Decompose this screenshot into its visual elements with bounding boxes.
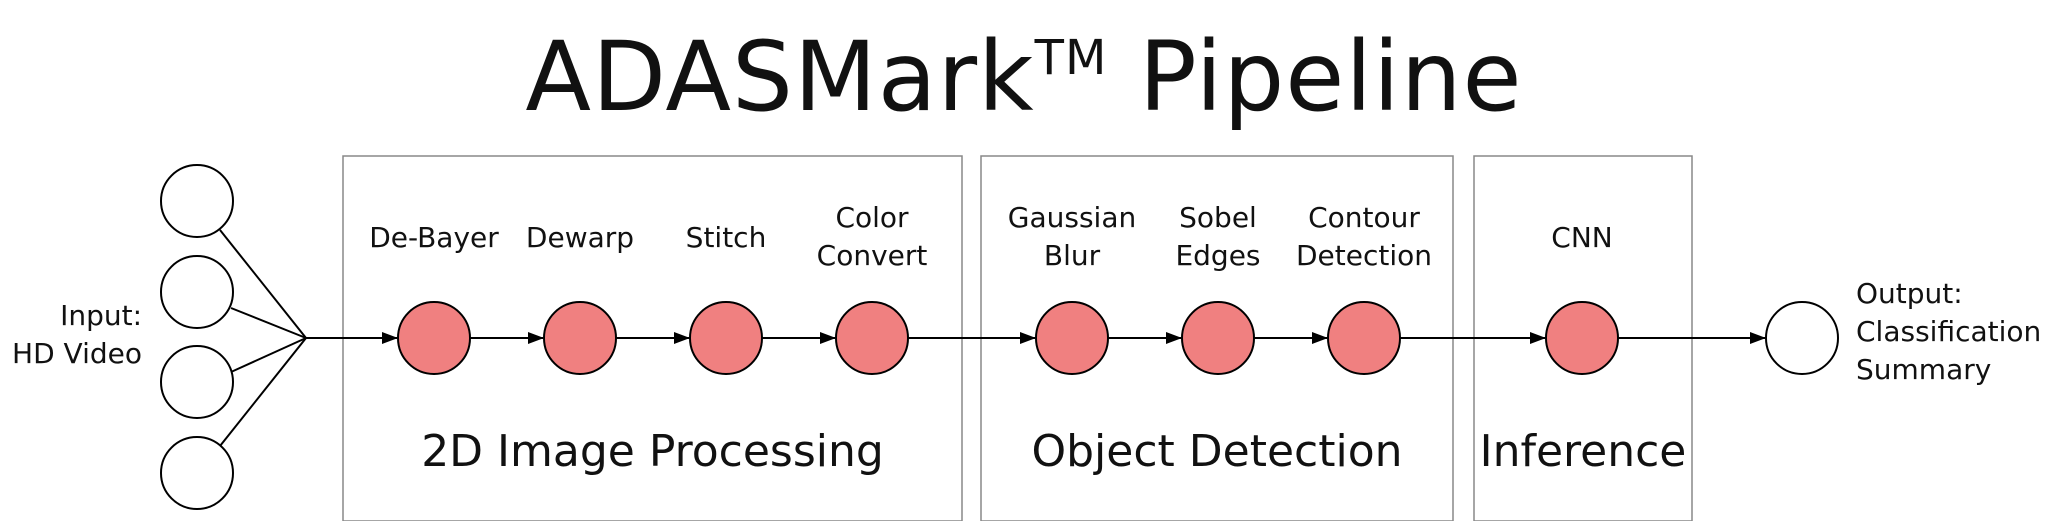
input-node-1 (160, 164, 234, 238)
input-line-1 (219, 229, 307, 339)
page-title: ADASMarkTM Pipeline (525, 21, 1523, 133)
input-label: Input: HD Video (12, 299, 142, 370)
node-de-bayer (397, 301, 471, 375)
input-node-3 (160, 345, 234, 419)
output-label: Output: Classification Summary (1856, 277, 2042, 386)
input-node-4 (160, 436, 234, 510)
group-label-inference: Inference (1479, 426, 1687, 477)
output-node (1765, 301, 1839, 375)
node-contour-detection (1327, 301, 1401, 375)
input-node-2 (160, 255, 234, 329)
step-label-cnn: CNN (1551, 221, 1613, 254)
input-line-2 (230, 307, 307, 339)
group-label-image-processing: 2D Image Processing (421, 426, 884, 477)
step-label-de-bayer: De-Bayer (369, 221, 499, 254)
step-label-gaussian-blur: Gaussian Blur (1007, 201, 1137, 272)
step-label-stitch: Stitch (685, 221, 767, 254)
node-color-convert (835, 301, 909, 375)
step-label-dewarp: Dewarp (525, 221, 635, 254)
input-line-3 (230, 337, 307, 373)
step-label-sobel-edges: Sobel Edges (1175, 201, 1261, 272)
step-label-contour-detection: Contour Detection (1295, 201, 1433, 272)
node-cnn (1545, 301, 1619, 375)
node-stitch (689, 301, 763, 375)
node-dewarp (543, 301, 617, 375)
group-label-object-detection: Object Detection (1031, 426, 1403, 477)
input-line-4 (219, 337, 307, 447)
step-label-color-convert: Color Convert (816, 201, 928, 272)
node-gaussian-blur (1035, 301, 1109, 375)
node-sobel-edges (1181, 301, 1255, 375)
